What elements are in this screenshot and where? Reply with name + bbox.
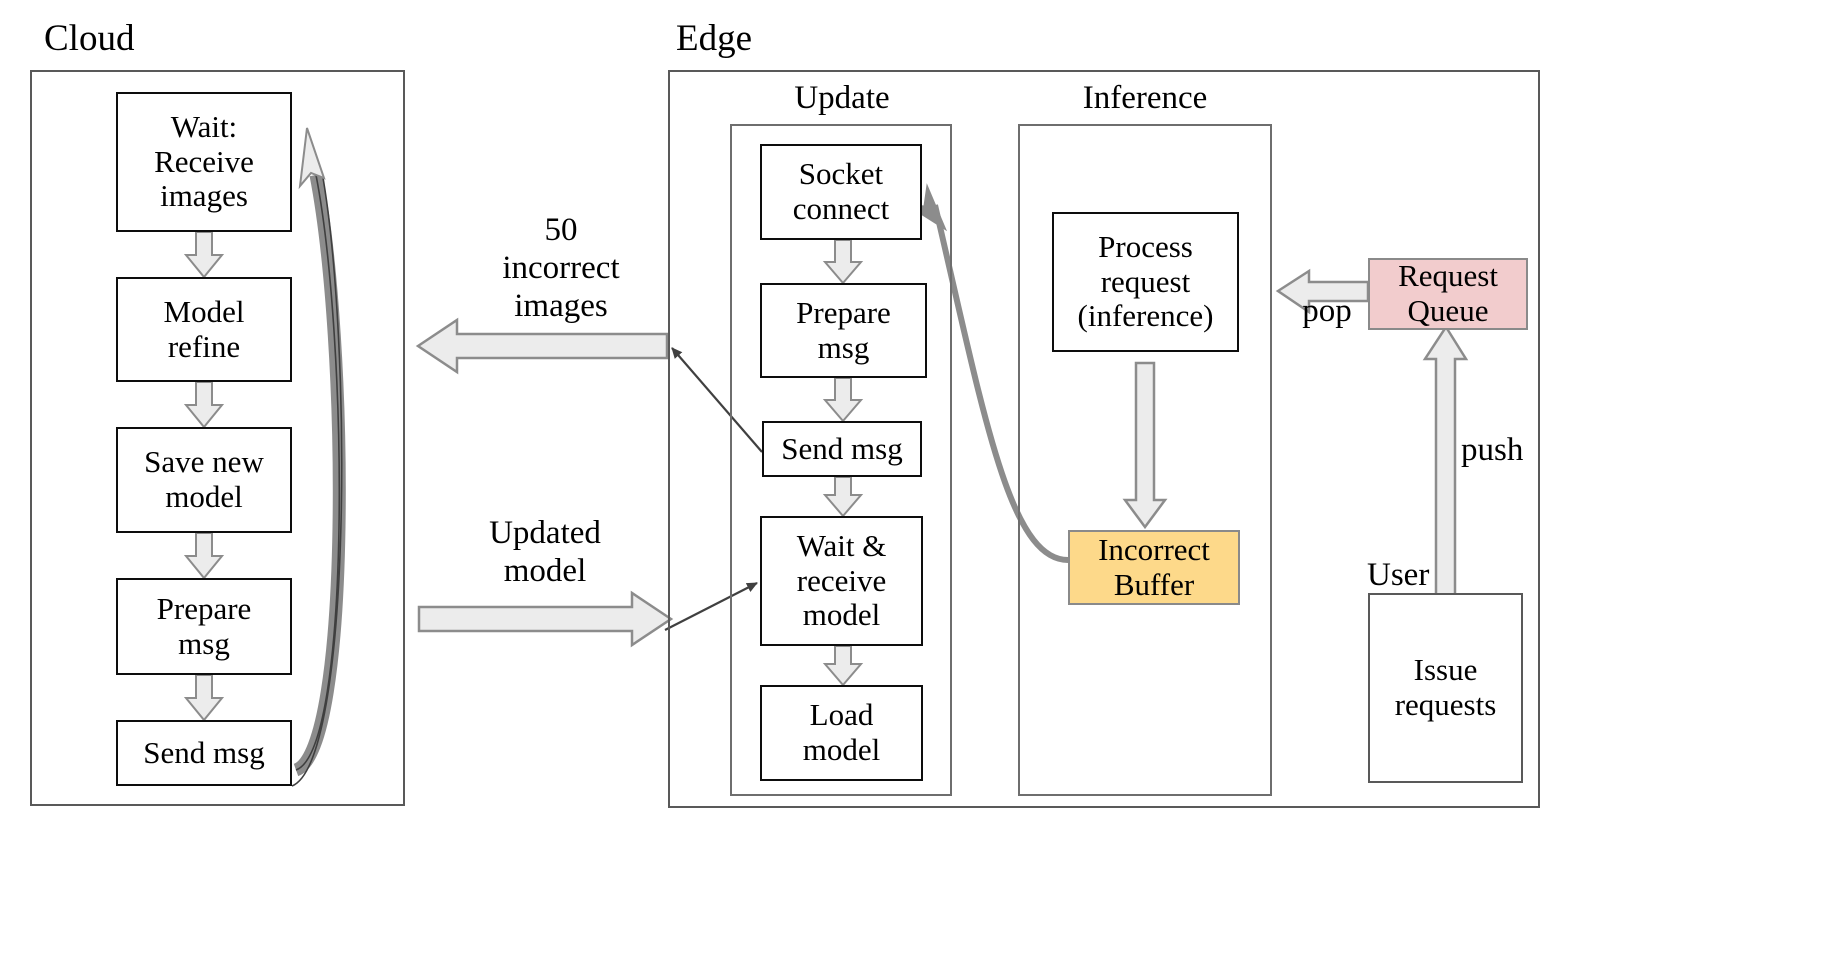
update-node-wait-receive-model[interactable]: Wait & receive model [760, 516, 923, 646]
label-updated-model: Updated model [489, 515, 601, 589]
update-label: Update [794, 80, 890, 116]
update-container [730, 124, 952, 796]
edge-container [668, 70, 1540, 808]
inference-container [1018, 124, 1272, 796]
label-incorrect-images: 50 incorrect images [502, 212, 620, 324]
cloud-node-save-new-model[interactable]: Save new model [116, 427, 292, 533]
inference-label: Inference [1082, 80, 1208, 116]
cloud-label: Cloud [44, 18, 135, 59]
inference-node-process-request[interactable]: Process request (inference) [1052, 212, 1239, 352]
push-label: push [1461, 432, 1524, 468]
update-node-prepare-msg[interactable]: Prepare msg [760, 283, 927, 378]
cloud-node-prepare-msg[interactable]: Prepare msg [116, 578, 292, 675]
edge-label: Edge [676, 18, 753, 59]
cloud-node-send-msg[interactable]: Send msg [116, 720, 292, 786]
cloud-container [30, 70, 405, 806]
cloud-node-wait-receive-images[interactable]: Wait: Receive images [116, 92, 292, 232]
update-node-send-msg[interactable]: Send msg [762, 421, 922, 477]
pop-label: pop [1302, 293, 1352, 329]
update-node-socket-connect[interactable]: Socket connect [760, 144, 922, 240]
issue-requests-node[interactable]: Issue requests [1368, 593, 1523, 783]
updated-model-block-arrow [417, 590, 674, 648]
update-node-load-model[interactable]: Load model [760, 685, 923, 781]
inference-node-incorrect-buffer[interactable]: Incorrect Buffer [1068, 530, 1240, 605]
cloud-node-model-refine[interactable]: Model refine [116, 277, 292, 382]
request-queue-node[interactable]: Request Queue [1368, 258, 1528, 330]
incorrect-images-block-arrow [415, 317, 669, 375]
user-label: User [1367, 557, 1430, 593]
